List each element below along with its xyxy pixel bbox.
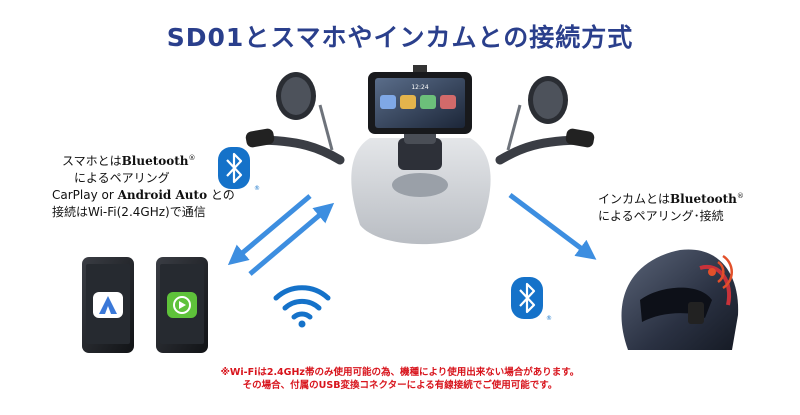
bluetooth-reg-mark: ® <box>546 315 552 322</box>
device-screen-time: 12:24 <box>411 84 428 91</box>
bluetooth-reg-mark: ® <box>254 185 260 192</box>
wifi-compatibility-note: ※Wi-Fiは2.4GHz帯のみ使用可能の為、機種により使用出来ない場合がありま… <box>220 367 580 391</box>
arrow-phone-to-device <box>248 202 335 276</box>
bluetooth-icon <box>218 147 250 189</box>
wifi-icon <box>273 285 331 328</box>
helmet-with-intercom <box>621 249 739 350</box>
bluetooth-icon <box>511 277 543 319</box>
android-auto-icon <box>93 292 123 318</box>
signal-waves-icon <box>708 254 733 290</box>
carplay-icon <box>167 292 197 318</box>
diagram-title: SD01とスマホやインカムとの接続方式 <box>166 23 634 52</box>
phone-android-auto <box>82 257 134 353</box>
phone-connection-label: スマホとはBluetooth® によるペアリング CarPlay or Andr… <box>52 154 235 219</box>
arrow-device-to-phone <box>227 194 312 266</box>
sd01-device: 12:24 <box>368 72 472 134</box>
motorcycle-illustration: 12:24 <box>245 65 595 245</box>
arrow-device-to-intercom <box>508 193 597 260</box>
phone-carplay <box>156 257 208 353</box>
intercom-connection-label: インカムとはBluetooth® によるペアリング･接続 <box>598 192 744 223</box>
